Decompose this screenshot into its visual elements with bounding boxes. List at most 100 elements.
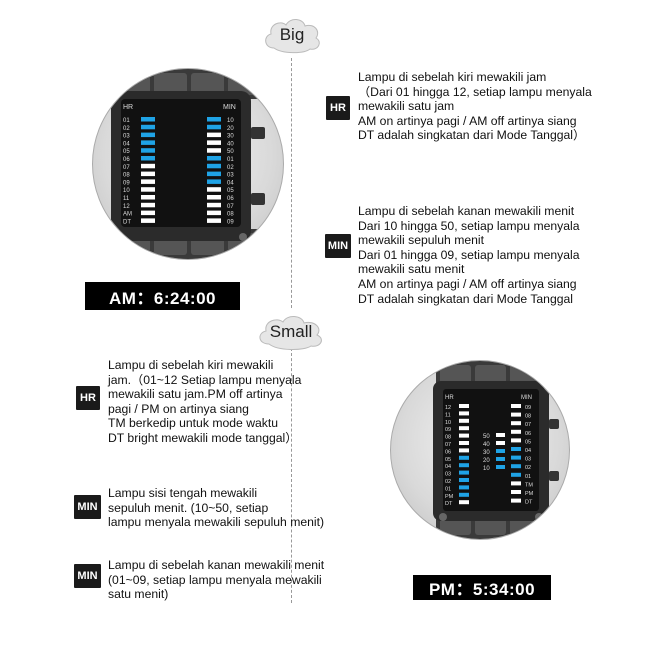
- watch-minute-led: [511, 421, 521, 426]
- big-hr-badge: HR: [326, 96, 350, 120]
- watch-hour-tick: 10: [445, 420, 451, 426]
- cloud-shape-icon: [265, 19, 320, 54]
- watch-ten-minute-led: [496, 457, 505, 461]
- watch-hour-led: [459, 441, 469, 445]
- watch-minute-led: [207, 210, 221, 216]
- watch-hour-tick: 05: [123, 149, 130, 155]
- watch-hour-led: [141, 140, 155, 145]
- watch-min-header: MIN: [223, 104, 236, 111]
- watch-minute-tick: 04: [227, 180, 234, 186]
- watch-hour-tick: 10: [123, 188, 130, 194]
- watch-minute-tick: 03: [525, 457, 531, 463]
- big-label: Big: [279, 25, 305, 44]
- watch-hour-tick: 07: [123, 165, 130, 171]
- big-min-line: AM on artinya pagi / AM off artinya sian…: [358, 276, 577, 291]
- watch-hour-tick: 11: [123, 196, 130, 202]
- watch-minute-tick: PM: [525, 491, 534, 497]
- watch-ten-minute-tick: 40: [483, 442, 490, 448]
- watch-hour-tick: 04: [445, 464, 451, 470]
- small-hr-line: jam.（01~12 Setiap lampu menyala: [108, 372, 302, 387]
- watch-hour-led: [141, 195, 155, 200]
- big-hr-description: Lampu di sebelah kiri mewakili jam （Dari…: [358, 70, 592, 143]
- watch-minute-tick: 20: [227, 126, 234, 132]
- screw-icon: [239, 233, 247, 241]
- watch-minute-led: [207, 218, 221, 223]
- watch-hour-led: [141, 163, 155, 169]
- watch-minute-led: [207, 202, 221, 208]
- bracelet-segment: [154, 73, 187, 95]
- watch-ten-minute-tick: 50: [483, 434, 490, 440]
- watch-minute-led: [207, 171, 221, 177]
- small-min-mid-line: Lampu sisi tengah mewakili: [108, 486, 258, 500]
- watch-minute-led: [511, 429, 521, 434]
- watch-hour-led: [141, 179, 155, 184]
- watch-minute-led: [207, 179, 221, 184]
- big-min-line: mewakili sepuluh menit: [358, 233, 484, 248]
- bracelet-segment: [475, 365, 506, 385]
- watch-hour-tick: PM: [445, 494, 454, 500]
- watch-hour-led: [141, 210, 155, 216]
- big-min-description: Lampu di sebelah kanan mewakili menit Da…: [358, 204, 580, 306]
- watch-hour-led: [459, 485, 469, 490]
- watch-hour-led: [141, 148, 155, 153]
- watch-minute-tick: 50: [227, 149, 234, 155]
- small-min-right-badge: MIN: [74, 564, 101, 588]
- bracelet-segment: [191, 73, 224, 95]
- watch-ten-minute-tick: 20: [483, 458, 490, 464]
- watch-minute-tick: 07: [227, 204, 234, 210]
- watch-hour-led: [141, 171, 155, 177]
- bracelet-segment: [440, 365, 471, 385]
- big-hr-line: mewakili satu jam: [358, 99, 455, 114]
- watch-hour-tick: 01: [445, 486, 451, 492]
- watch-hour-tick: 08: [123, 173, 130, 179]
- watch-minute-tick: 01: [227, 157, 234, 163]
- cloud-shape-icon: [259, 316, 322, 350]
- watch-hour-tick: DT: [123, 219, 131, 225]
- big-min-line: Dari 10 hingga 50, setiap lampu menyala: [358, 218, 580, 233]
- watch-hour-tick: 05: [445, 457, 451, 463]
- watch-hour-tick: 09: [445, 427, 451, 433]
- watch-minute-led: [511, 498, 521, 503]
- crown-button: [251, 127, 265, 139]
- watch-minute-tick: 05: [227, 188, 234, 194]
- small-min-right-line: satu menit): [108, 587, 169, 602]
- watch-minute-led: [511, 464, 521, 469]
- watch-hour-tick: 03: [445, 472, 451, 478]
- watch-hour-tick: 06: [445, 449, 451, 455]
- watch-hour-tick: 08: [445, 435, 451, 441]
- watch-minute-led: [207, 148, 221, 153]
- watch-hour-led: [141, 156, 155, 161]
- watch-minute-tick: 02: [227, 165, 234, 171]
- watch-hour-led: [459, 455, 469, 460]
- small-min-right-line: Lampu di sebelah kanan mewakili menit: [108, 558, 325, 572]
- watch-hour-led: [141, 187, 155, 192]
- section-divider-bottom: [291, 348, 292, 603]
- watch-minute-led: [511, 490, 521, 494]
- watch-hour-led: [459, 463, 469, 468]
- watch-ten-minute-led: [496, 465, 505, 469]
- small-hr-line: pagi / PM on artinya siang: [108, 401, 249, 416]
- watch-hour-led: [459, 492, 469, 497]
- watch-hour-led: [141, 132, 155, 138]
- watch-hour-led: [459, 418, 469, 423]
- watch-minute-tick: 08: [227, 212, 234, 218]
- watch-minute-tick: 07: [525, 422, 531, 428]
- watch-minute-led: [207, 195, 221, 200]
- small-min-mid-badge: MIN: [74, 495, 101, 519]
- small-hr-line: TM berkedip untuk mode waktu: [108, 416, 279, 431]
- watch-minute-led: [511, 481, 521, 486]
- watch-minute-led: [207, 132, 221, 138]
- watch-minute-led: [511, 412, 521, 417]
- watch-hour-led: [459, 448, 469, 453]
- watch-hour-tick: 04: [123, 141, 130, 147]
- watch-minute-tick: 40: [227, 141, 234, 147]
- watch-minute-tick: 10: [227, 118, 234, 124]
- watch-display: [121, 99, 241, 227]
- watch-minute-led: [207, 140, 221, 145]
- watch-minute-led: [511, 438, 521, 443]
- watch-minute-led: [511, 455, 521, 460]
- watch-hour-led: [459, 478, 469, 482]
- watch-hour-led: [459, 404, 469, 408]
- watch-minute-tick: 06: [227, 196, 234, 202]
